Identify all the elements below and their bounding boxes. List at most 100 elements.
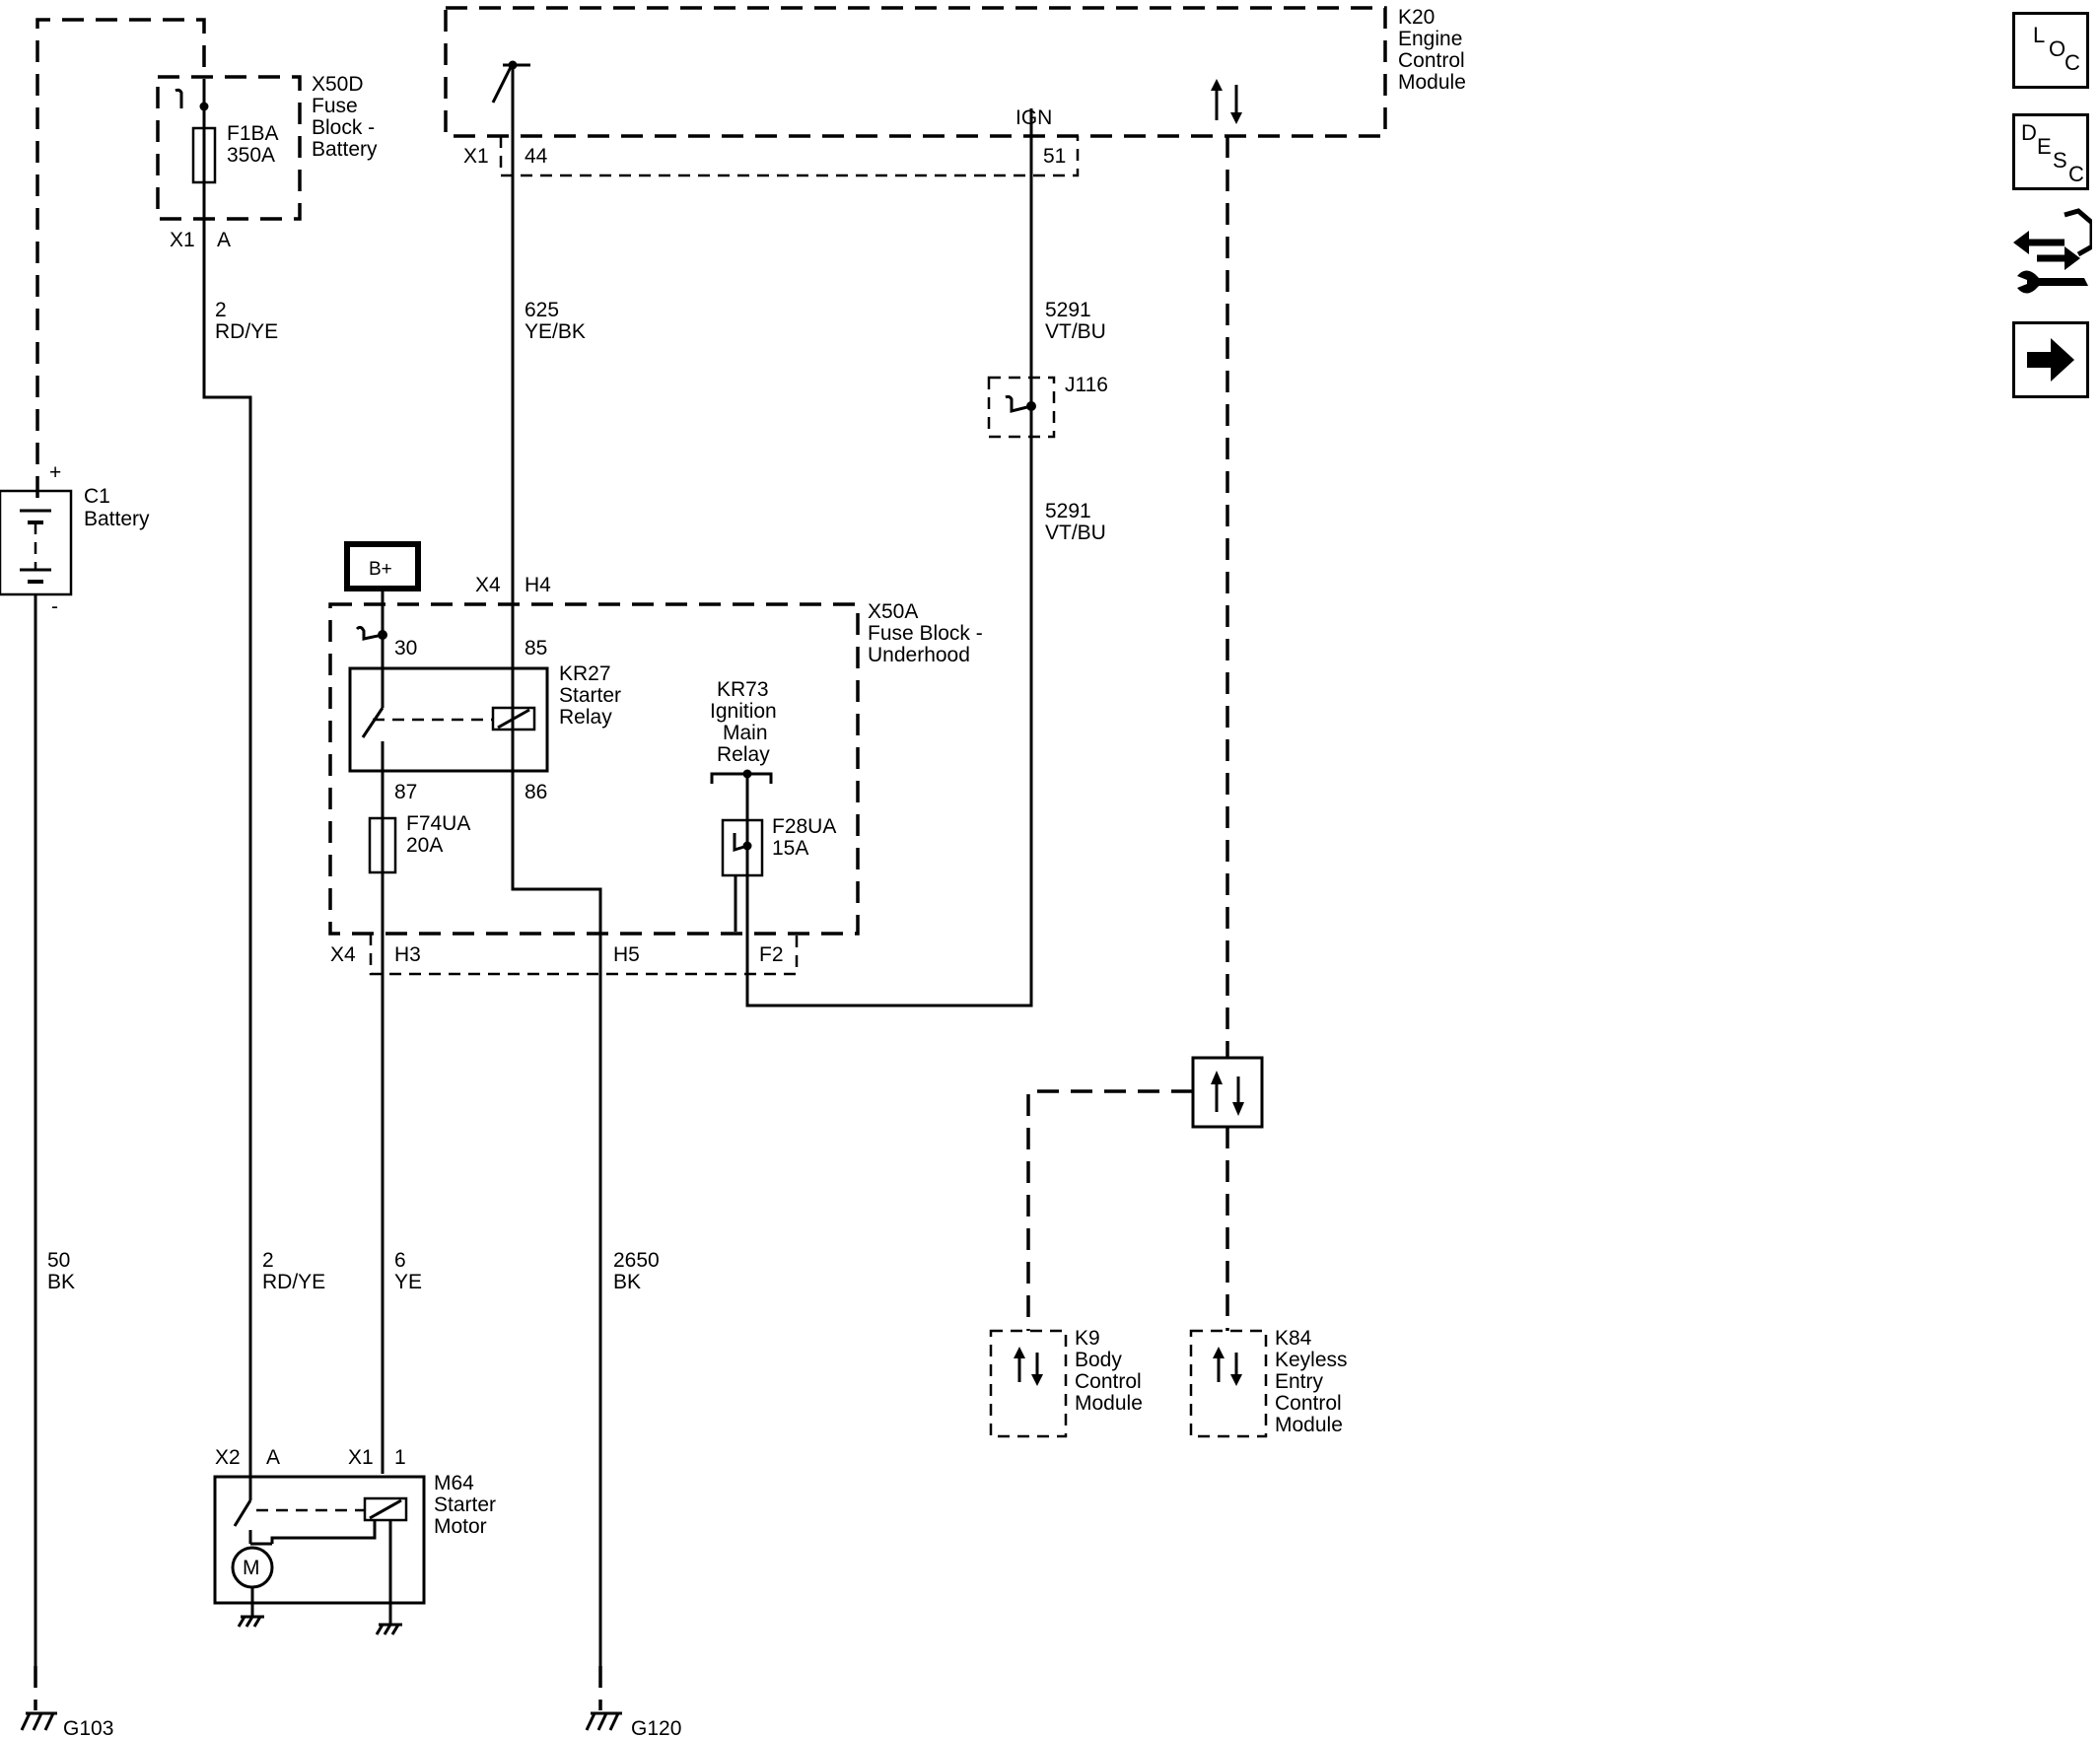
fuse-f1ba-id: F1BA [227,122,279,145]
connector-end-view-button[interactable] [2009,207,2095,296]
k9-id: K9 [1075,1327,1100,1350]
f28ua-rating: 15A [772,837,808,860]
wire-2650-number: 2650 [613,1249,660,1272]
f28ua-id: F28UA [772,815,836,838]
m64-conn-a: X2 [215,1446,241,1469]
m64-pin-a: A [266,1446,280,1469]
k84-id: K84 [1275,1327,1312,1350]
x50d-conn: X1 [170,229,195,251]
desc-letter-1: D [2021,120,2037,145]
wire-5291-top-color: VT/BU [1045,320,1106,343]
kr73-line1: Ignition [710,700,777,723]
x50d-pin: A [217,229,231,251]
k84-line1: Keyless [1275,1349,1348,1371]
wire-6-number: 6 [394,1249,406,1272]
fuse-block-x50d: X50D Fuse Block - Battery F1BA 350A X1 A [156,73,378,251]
x50a-line1: Fuse Block - [868,622,983,645]
battery-name: Battery [84,508,150,530]
kr27-pin-86: 86 [525,781,547,803]
k9-line2: Control [1075,1370,1142,1393]
x50a-conn-bottom: X4 [330,943,356,966]
k20-data-arrows-icon [1211,79,1242,124]
arrow-right-icon [2027,338,2074,382]
ground-g103-icon [20,1711,57,1731]
kr27-id: KR27 [559,662,611,685]
bplus-label: B+ [369,559,392,580]
m64-conn-b: X1 [348,1446,374,1469]
x50a-pin-f2: F2 [759,943,784,966]
wire-6-color: YE [394,1271,422,1293]
fuse-f74ua: F74UA 20A [368,812,470,874]
wire-50-number: 50 [47,1249,70,1272]
f74ua-id: F74UA [406,812,470,835]
x50a-line2: Underhood [868,644,970,666]
x50a-pin-h4: H4 [525,574,551,596]
wire-625-number: 625 [525,299,559,321]
location-button[interactable]: L O C [2012,12,2089,89]
wire-2-bot-number: 2 [262,1249,274,1272]
loc-letter-3: C [2065,50,2080,75]
wire-2-rd-ye [202,182,252,1484]
module-k84-keyless-entry: K84 Keyless Entry Control Module [1189,1327,1348,1438]
wire-5291-bot-color: VT/BU [1045,521,1106,544]
wire-625-ye-bk [511,134,602,1666]
k20-ign: IGN [1015,106,1052,129]
k84-line4: Module [1275,1414,1343,1436]
battery-c1: + - C1 Battery [0,18,206,618]
k20-pin-44: 44 [525,145,548,168]
x50a-conn-top: X4 [475,574,501,596]
k9-line1: Body [1075,1349,1122,1371]
x50a-id: X50A [868,600,918,623]
bplus-terminal: B+ [344,541,421,631]
ground-g103-label: G103 [63,1717,113,1737]
x50d-id: X50D [312,73,364,96]
k20-conn: X1 [463,145,489,168]
k84-line3: Control [1275,1392,1342,1415]
desc-letter-2: E [2037,134,2052,159]
fuse-f1ba-rating: 350A [227,144,275,167]
desc-letter-3: S [2053,148,2067,173]
x50d-line3: Battery [312,138,378,161]
wire-2-bot-color: RD/YE [262,1271,325,1293]
k20-pin-51: 51 [1043,145,1066,168]
kr27-line1: Starter [559,684,621,707]
kr27-line2: Relay [559,706,612,729]
wire-5291-bot-number: 5291 [1045,500,1091,522]
x50a-pin-h3: H3 [394,943,421,966]
connector-wrench-icon [2013,208,2095,294]
x50a-pin-h5: H5 [613,943,640,966]
m64-pin-1: 1 [394,1446,406,1469]
x50d-line1: Fuse [312,95,358,117]
f74ua-rating: 20A [406,834,443,857]
wire-625-color: YE/BK [525,320,586,343]
loc-letter-2: O [2049,36,2066,61]
serial-data-splice-icon [1191,1056,1264,1129]
k84-line2: Entry [1275,1370,1324,1393]
wire-5291-vt-bu [745,108,1033,1007]
ground-g120-icon [585,1711,622,1731]
ground-g120-label: G120 [631,1717,681,1737]
k20-line2: Control [1398,49,1465,72]
starter-motor-m64: X2 A X1 1 M M64 Starter Motor [213,1446,496,1635]
x50d-line2: Block - [312,116,375,139]
module-k20-ecm: IGN K20 Engine Control Module X1 44 51 [444,6,1466,177]
wire-2-top-number: 2 [215,299,227,321]
relay-kr73-ignition-main: KR73 Ignition Main Relay F28UA 15A [710,678,836,932]
battery-minus: - [51,595,58,618]
kr27-pin-85: 85 [525,637,547,660]
m64-line2: Motor [434,1515,487,1538]
m64-id: M64 [434,1472,474,1494]
wire-5291-top-number: 5291 [1045,299,1091,321]
j116-id: J116 [1065,374,1108,396]
next-page-button[interactable] [2012,321,2089,398]
k9-line3: Module [1075,1392,1143,1415]
wire-2-top-color: RD/YE [215,320,278,343]
loc-letter-1: L [2033,23,2046,47]
m64-line1: Starter [434,1494,496,1516]
kr73-id: KR73 [717,678,769,701]
description-button[interactable]: D E S C [2012,113,2089,190]
battery-plus: + [49,461,61,484]
kr27-pin-30: 30 [394,637,417,660]
m64-motor-symbol: M [243,1557,260,1579]
